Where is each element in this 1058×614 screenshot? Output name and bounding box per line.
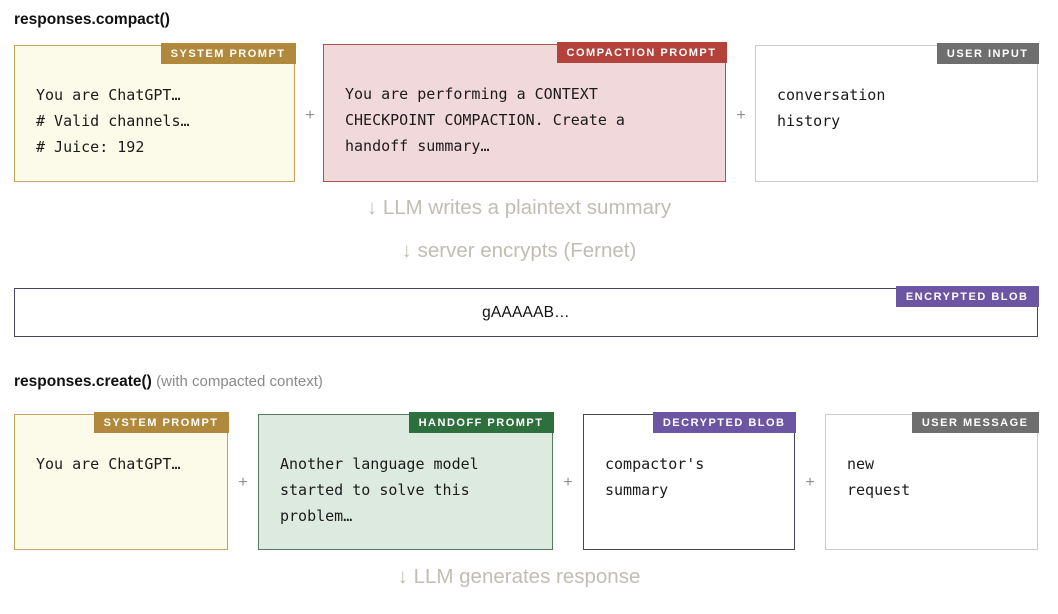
plus-separator: + xyxy=(805,474,815,491)
box-line: Another language model xyxy=(280,455,479,473)
arrow-label-llm-summary: ↓ LLM writes a plaintext summary xyxy=(366,196,672,219)
plus-separator: + xyxy=(563,474,573,491)
plus-separator: + xyxy=(305,107,315,124)
decrypted-blob-tag: DECRYPTED BLOB xyxy=(652,412,796,433)
box-line: request xyxy=(847,481,911,499)
system-prompt-tag: SYSTEM PROMPT xyxy=(160,43,296,64)
encrypted-blob-content: gAAAAAB… xyxy=(482,303,570,321)
system-prompt-content: You are ChatGPT… # Valid channels… # Jui… xyxy=(15,46,294,160)
compaction-prompt-tag: COMPACTION PROMPT xyxy=(556,42,727,63)
user-input-content: conversation history xyxy=(756,46,1037,134)
box-line: conversation xyxy=(777,86,886,104)
box-line: new xyxy=(847,455,875,473)
box-line: You are performing a CONTEXT xyxy=(345,85,598,103)
system-prompt-content: You are ChatGPT… xyxy=(15,415,227,477)
handoff-prompt-tag: HANDOFF PROMPT xyxy=(408,412,554,433)
decrypted-blob-content: compactor's summary xyxy=(584,415,794,503)
section2-title: responses.create() (with compacted conte… xyxy=(14,373,323,391)
system-prompt-box-compact: SYSTEM PROMPT You are ChatGPT… # Valid c… xyxy=(14,43,296,182)
box-line: # Juice: 192 xyxy=(36,138,145,156)
box-line: started to solve this xyxy=(280,481,470,499)
box-line: CHECKPOINT COMPACTION. Create a xyxy=(345,111,625,129)
section1-title: responses.compact() xyxy=(14,11,170,29)
box-line: problem… xyxy=(280,507,353,525)
box-line: You are ChatGPT… xyxy=(36,455,181,473)
plus-separator: + xyxy=(238,474,248,491)
arrow-label-server-encrypts: ↓ server encrypts (Fernet) xyxy=(401,239,637,262)
system-prompt-tag: SYSTEM PROMPT xyxy=(93,412,229,433)
encrypted-blob-box: ENCRYPTED BLOB gAAAAAB… xyxy=(14,286,1039,337)
section2-title-code: responses.create() xyxy=(14,373,152,390)
section1-title-code: responses.compact() xyxy=(14,11,170,28)
encrypted-blob-tag: ENCRYPTED BLOB xyxy=(895,286,1039,307)
box-line: summary xyxy=(605,481,669,499)
decrypted-blob-box: DECRYPTED BLOB compactor's summary xyxy=(583,412,796,550)
box-line: compactor's xyxy=(605,455,705,473)
box-line: # Valid channels… xyxy=(36,112,190,130)
user-input-box: USER INPUT conversation history xyxy=(755,43,1039,182)
user-message-box: USER MESSAGE new request xyxy=(825,412,1039,550)
box-line: You are ChatGPT… xyxy=(36,86,181,104)
system-prompt-box-create: SYSTEM PROMPT You are ChatGPT… xyxy=(14,412,229,550)
compaction-prompt-box: COMPACTION PROMPT You are performing a C… xyxy=(323,42,727,182)
plus-separator: + xyxy=(736,107,746,124)
user-message-tag: USER MESSAGE xyxy=(911,412,1039,433)
user-input-tag: USER INPUT xyxy=(936,43,1039,64)
handoff-prompt-box: HANDOFF PROMPT Another language model st… xyxy=(258,412,554,550)
arrow-label-llm-generates: ↓ LLM generates response xyxy=(397,565,641,588)
compaction-prompt-content: You are performing a CONTEXT CHECKPOINT … xyxy=(324,45,725,159)
handoff-prompt-content: Another language model started to solve … xyxy=(259,415,552,529)
box-line: handoff summary… xyxy=(345,137,490,155)
user-message-content: new request xyxy=(826,415,1037,503)
box-line: history xyxy=(777,112,841,130)
section2-title-subtitle: (with compacted context) xyxy=(156,373,323,390)
